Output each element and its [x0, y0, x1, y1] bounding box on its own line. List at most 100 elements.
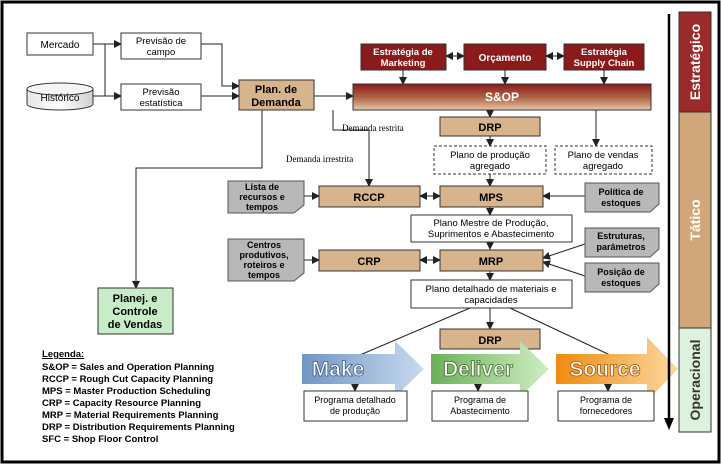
programa-abastecimento-box: Programa de Abastecimento	[431, 390, 529, 422]
planej-vendas-line-3: de Vendas	[108, 319, 162, 331]
lista-recursos-line-3: tempos	[246, 202, 278, 212]
plano-mestre-box: Plano Mestre de Produção, Suprimentos e …	[410, 214, 573, 243]
connectors	[93, 40, 612, 392]
legend-item: DRP = Distribution Requirements Planning	[42, 422, 235, 433]
deliver-arrow: Deliver	[431, 341, 549, 397]
plano-producao-line-1: Plano de produção	[450, 150, 530, 161]
mps-label: MPS	[479, 192, 503, 204]
plano-vendas-line-2: agregado	[583, 161, 623, 172]
posicao-estoques-line-1: Posição de	[597, 267, 645, 277]
estrategia-supply-line-2: Supply Chain	[574, 58, 635, 69]
estruturas-line-2: parâmetros	[596, 242, 645, 252]
legend-item: RCCP = Rough Cut Capacity Planning	[42, 374, 213, 385]
mercado-box: Mercado	[26, 32, 94, 56]
previsao-campo-line-2: campo	[147, 47, 176, 58]
plan-demanda-line-2: Demanda	[251, 97, 301, 109]
legend-title: Legenda:	[42, 349, 84, 360]
plano-detalhado-line-1: Plano detalhado de materiais e	[426, 284, 557, 295]
level-operacional-band	[678, 327, 712, 433]
plano-mestre-line-2: Suprimentos e Abastecimento	[428, 229, 554, 240]
estrategia-supply-box: Estratégia Supply Chain	[563, 43, 645, 71]
programa-fornecedores-line-2: fornecedores	[580, 406, 633, 416]
centros-line-1: Centros	[247, 240, 281, 250]
previsao-campo-line-1: Previsão de	[136, 36, 186, 47]
level-tatico-label: Tático	[687, 199, 703, 240]
mps-box: MPS	[439, 185, 544, 208]
planej-vendas-line-1: Planej. e	[113, 293, 158, 305]
legend-item: SFC = Shop Floor Control	[42, 434, 158, 445]
make-label: Make	[312, 358, 365, 381]
estruturas-line-1: Estruturas,	[597, 231, 645, 241]
centros-line-2: produtivos,	[240, 250, 289, 260]
programa-fornecedores-box: Programa de fornecedores	[557, 390, 655, 422]
planej-vendas-line-2: Controle	[112, 306, 157, 318]
planej-vendas-box: Planej. e Controle de Vendas	[97, 287, 174, 335]
orcamento-label: Orçamento	[479, 53, 532, 64]
politica-estoques-line-1: Política de	[598, 187, 643, 197]
mercado-label: Mercado	[41, 40, 80, 51]
rccp-label: RCCP	[353, 192, 384, 204]
legend-item: MRP = Material Requirements Planning	[42, 410, 219, 421]
previsao-campo-box: Previsão de campo	[120, 32, 202, 60]
drp-top-label: DRP	[478, 122, 501, 134]
mrp-box: MRP	[439, 249, 544, 272]
estrategia-marketing-box: Estratégia de Marketing	[360, 43, 447, 71]
previsao-estatistica-line-1: Previsão	[143, 87, 180, 98]
deliver-label: Deliver	[443, 358, 513, 381]
estruturas-note: Estruturas, parâmetros	[584, 227, 660, 258]
crp-label: CRP	[357, 256, 380, 268]
plan-demanda-line-1: Plan. de	[255, 84, 297, 96]
plano-vendas-line-1: Plano de vendas	[568, 150, 639, 161]
rccp-box: RCCP	[318, 185, 421, 208]
legend-item: S&OP = Sales and Operation Planning	[42, 362, 214, 373]
centros-line-4: tempos	[248, 270, 280, 280]
programa-abastecimento-line-1: Programa de	[454, 395, 506, 405]
previsao-estatistica-line-2: estatística	[140, 98, 183, 109]
sop-bar: S&OP	[352, 83, 652, 111]
historico-label: Histórico	[41, 93, 80, 104]
level-operacional-label: Operacional	[687, 340, 703, 421]
estrategia-marketing-line-2: Marketing	[381, 58, 426, 69]
politica-estoques-line-2: estoques	[601, 198, 641, 208]
source-arrow: Source	[556, 337, 678, 401]
plano-producao-box: Plano de produção agregado	[433, 145, 547, 175]
plano-detalhado-box: Plano detalhado de materiais e capacidad…	[410, 279, 573, 309]
programa-abastecimento-line-2: Abastecimento	[450, 406, 510, 416]
plano-mestre-line-1: Plano Mestre de Produção,	[433, 218, 548, 229]
level-estrategico-label: Estratégico	[687, 24, 703, 100]
programa-producao-line-1: Programa detalhado	[314, 395, 396, 405]
programa-producao-box: Programa detalhado de produção	[303, 390, 408, 422]
legend-item: CRP = Capacity Resource Planning	[42, 398, 201, 409]
level-bar: Estratégico Tático Operacional	[664, 11, 712, 433]
drp-bottom-box: DRP	[439, 328, 541, 350]
centros-note: Centros produtivos, roteiros e tempos	[227, 238, 305, 282]
drp-top-box: DRP	[439, 116, 541, 137]
lista-recursos-note: Lista de recursos e tempos	[227, 180, 305, 214]
legend: Legenda: S&OP = Sales and Operation Plan…	[42, 349, 235, 445]
plano-producao-line-2: agregado	[470, 161, 510, 172]
politica-estoques-note: Política de estoques	[584, 182, 660, 213]
plano-detalhado-line-2: capacidades	[464, 295, 518, 306]
plan-demanda-box: Plan. de Demanda	[238, 79, 315, 111]
lista-recursos-line-2: recursos e	[239, 192, 285, 202]
level-tatico-band	[678, 111, 712, 329]
historico-database: Histórico	[26, 82, 94, 111]
mrp-label: MRP	[479, 256, 503, 268]
source-label: Source	[569, 358, 640, 381]
level-estrategico-band	[678, 11, 712, 113]
previsao-estatistica-box: Previsão estatística	[120, 83, 202, 111]
programa-producao-line-2: de produção	[330, 406, 380, 416]
legend-item: MPS = Master Production Scheduling	[42, 386, 211, 397]
centros-line-3: roteiros e	[243, 260, 284, 270]
estrategia-supply-line-1: Estratégia	[581, 47, 628, 58]
demanda-irrestrita-label: Demanda irrestrita	[286, 154, 353, 164]
orcamento-box: Orçamento	[463, 43, 547, 71]
crp-box: CRP	[318, 249, 421, 272]
level-timeline-arrowhead	[664, 418, 674, 430]
demanda-restrita-label: Demanda restrita	[342, 123, 404, 133]
sop-label: S&OP	[485, 90, 519, 104]
estrategia-marketing-line-1: Estratégia de	[373, 47, 433, 58]
posicao-estoques-note: Posição de estoques	[584, 262, 660, 293]
